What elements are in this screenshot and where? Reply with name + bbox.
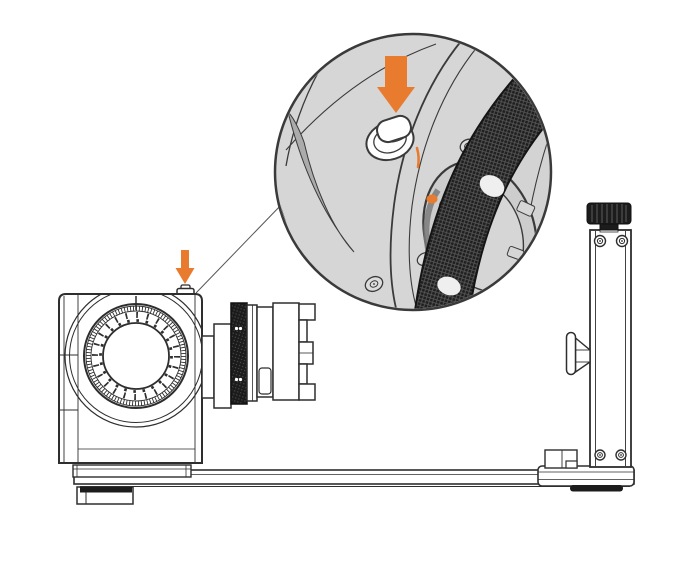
housing-arcs: [64, 295, 201, 428]
three-jaw-chuck: [246, 302, 316, 402]
knurled-lock-ring: [230, 302, 248, 405]
rotary-drive-unit: [58, 250, 203, 464]
magnified-release-button: [365, 114, 415, 162]
post-screw: [593, 234, 629, 461]
detail-callout-circle: [273, 32, 553, 312]
magnified-press-arrow: [377, 56, 415, 113]
callout-outline: [273, 32, 553, 312]
tailstock-post: [565, 202, 632, 468]
tailstock-knob: [586, 202, 632, 233]
alignment-mark: [415, 146, 420, 169]
unit-base-flange: [72, 464, 192, 478]
right-end-bracket: [537, 465, 635, 487]
tailstock-center-point: [565, 331, 591, 376]
press-direction-arrow: [175, 250, 195, 284]
left-foot: [76, 486, 134, 505]
right-foot-pad: [570, 485, 623, 492]
leader-line: [195, 202, 284, 294]
drive-shaft-hub: [201, 335, 215, 399]
graduated-dial-ring: [83, 296, 189, 409]
chuck-assembly: [201, 302, 316, 409]
index-dot: [426, 194, 438, 204]
rail-clamp-block: [544, 449, 578, 469]
base-rail: [72, 449, 635, 505]
